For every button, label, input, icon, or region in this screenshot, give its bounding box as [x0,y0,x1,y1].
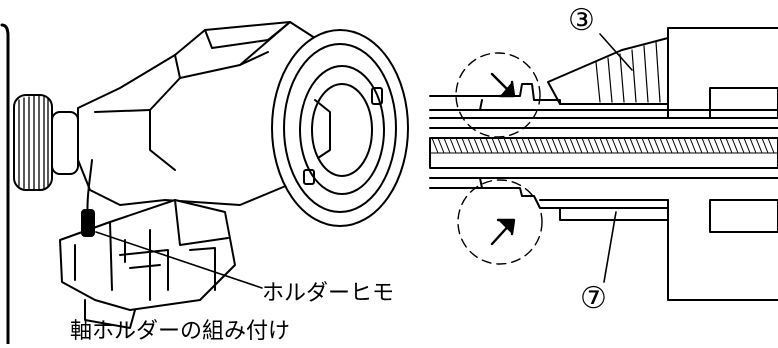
axle-holder-illustration [13,21,409,329]
detail-circle-top [455,52,541,138]
holder-strap-label: ホルダーヒモ [262,281,395,306]
leader-7 [603,211,617,283]
part-number-7: ⑦ [580,281,607,316]
frame-bracket [0,23,10,346]
figure-caption: 軸ホルダーの組み付け [70,319,291,344]
outer-housing [667,27,778,301]
holder-strap [81,159,95,237]
part-number-3: ③ [568,3,595,38]
spring-coils [431,137,775,154]
arrow-bottom [490,218,516,246]
leader-3 [599,33,633,71]
arrow-top [490,72,516,98]
lower-clip [59,199,236,329]
section-view [429,27,778,301]
knurled-knob [13,94,79,191]
cone-part [547,37,669,105]
ring-nozzle [271,29,409,227]
detail-circle-bottom [457,179,543,265]
strap-callout-line [95,231,263,289]
